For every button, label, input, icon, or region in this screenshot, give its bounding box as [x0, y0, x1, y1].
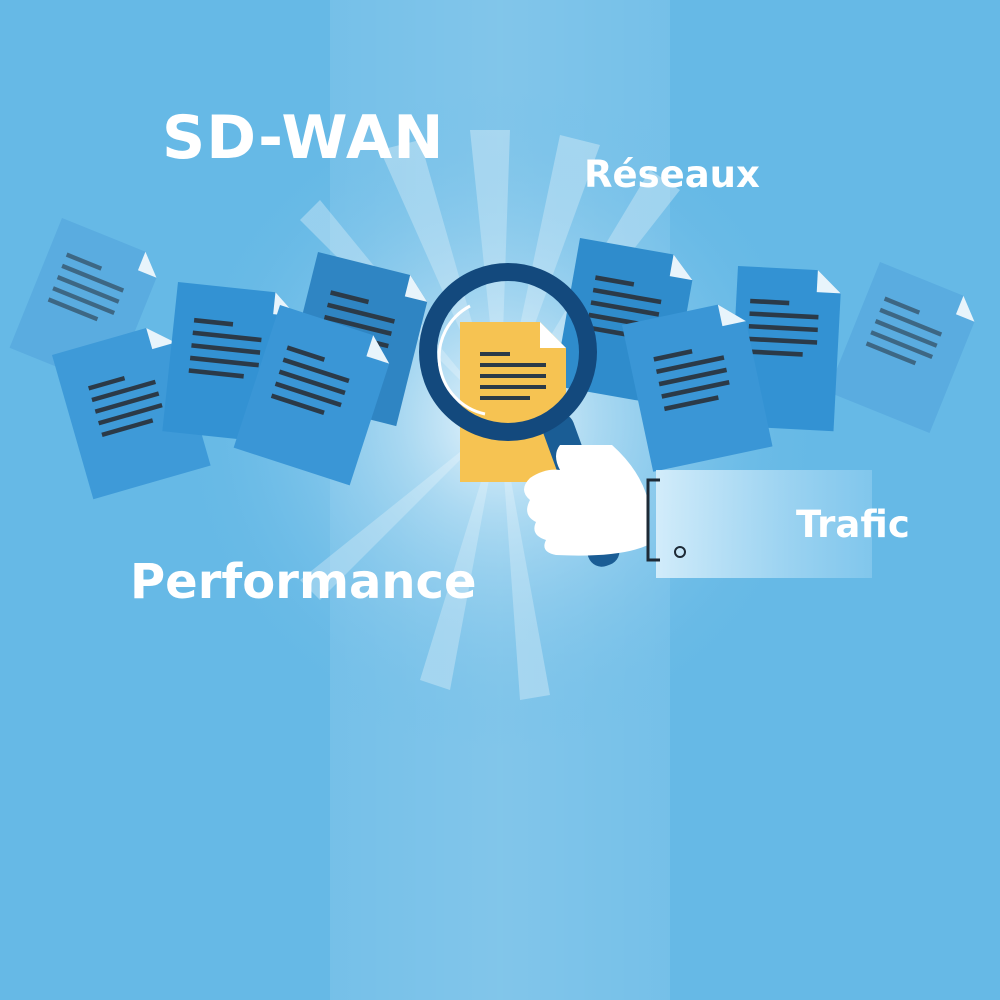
document-icon — [460, 322, 566, 482]
label-reseaux: Réseaux — [584, 156, 760, 193]
label-performance: Performance — [130, 558, 477, 606]
label-sdwan: SD-WAN — [162, 108, 444, 168]
label-trafic: Trafic — [796, 506, 910, 543]
